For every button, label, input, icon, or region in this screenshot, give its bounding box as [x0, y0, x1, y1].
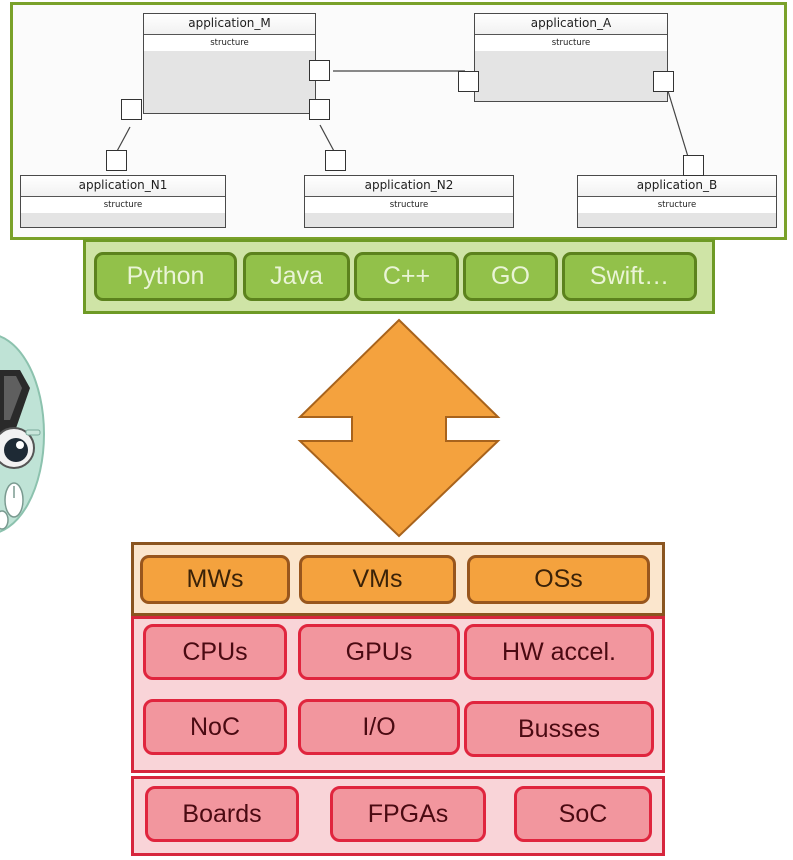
middleware-vms[interactable]: VMs — [299, 555, 456, 604]
component-name: application_N2 — [305, 176, 513, 197]
component-name: application_B — [578, 176, 776, 197]
component-compartment — [144, 51, 315, 113]
component-body: structure — [144, 35, 315, 52]
component-name: application_M — [144, 14, 315, 35]
port-n1-top[interactable] — [106, 150, 127, 171]
hardware-io[interactable]: I/O — [298, 699, 460, 755]
connector-m-n1 — [115, 126, 131, 154]
hardware-busses[interactable]: Busses — [464, 701, 654, 757]
middleware-bar: MWs VMs OSs — [131, 542, 665, 616]
platforms-bar: Boards FPGAs SoC — [131, 776, 665, 856]
component-body: structure — [578, 197, 776, 214]
languages-bar: Python Java C++ GO Swift… — [83, 239, 715, 314]
hardware-bar: CPUs GPUs HW accel. NoC I/O Busses — [131, 616, 665, 773]
component-body: structure — [475, 35, 667, 52]
bidirectional-arrow-icon — [297, 318, 501, 538]
component-application-n2[interactable]: application_N2 structure — [304, 175, 514, 228]
port-b-top[interactable] — [683, 155, 704, 176]
language-java[interactable]: Java — [243, 252, 350, 301]
platform-boards[interactable]: Boards — [145, 786, 299, 842]
component-body: structure — [21, 197, 225, 214]
port-m-right[interactable] — [309, 60, 330, 81]
component-connections — [115, 70, 690, 161]
hardware-cpus[interactable]: CPUs — [143, 624, 287, 680]
robot-mascot-icon — [0, 335, 45, 533]
platform-soc[interactable]: SoC — [514, 786, 652, 842]
application-diagram-frame: application_M structure application_A st… — [10, 2, 787, 240]
language-go[interactable]: GO — [463, 252, 558, 301]
hardware-noc[interactable]: NoC — [143, 699, 287, 755]
component-application-m[interactable]: application_M structure — [143, 13, 316, 114]
language-cpp[interactable]: C++ — [354, 252, 459, 301]
component-name: application_N1 — [21, 176, 225, 197]
component-compartment — [21, 213, 225, 227]
hardware-hw-accel[interactable]: HW accel. — [464, 624, 654, 680]
connector-a-b — [667, 90, 690, 161]
port-m-bottom-left[interactable] — [121, 99, 142, 120]
port-m-bottom-right[interactable] — [309, 99, 330, 120]
connector-m-n2 — [319, 124, 336, 154]
component-name: application_A — [475, 14, 667, 35]
middleware-oss[interactable]: OSs — [467, 555, 650, 604]
component-application-n1[interactable]: application_N1 structure — [20, 175, 226, 228]
component-application-a[interactable]: application_A structure — [474, 13, 668, 102]
language-python[interactable]: Python — [94, 252, 237, 301]
hardware-gpus[interactable]: GPUs — [298, 624, 460, 680]
port-n2-top[interactable] — [325, 150, 346, 171]
component-body: structure — [305, 197, 513, 214]
component-compartment — [305, 213, 513, 227]
platform-fpgas[interactable]: FPGAs — [330, 786, 486, 842]
component-compartment — [578, 213, 776, 227]
language-swift[interactable]: Swift… — [562, 252, 697, 301]
middleware-mws[interactable]: MWs — [140, 555, 290, 604]
port-a-left[interactable] — [458, 71, 479, 92]
component-compartment — [475, 51, 667, 101]
component-application-b[interactable]: application_B structure — [577, 175, 777, 228]
port-a-right[interactable] — [653, 71, 674, 92]
